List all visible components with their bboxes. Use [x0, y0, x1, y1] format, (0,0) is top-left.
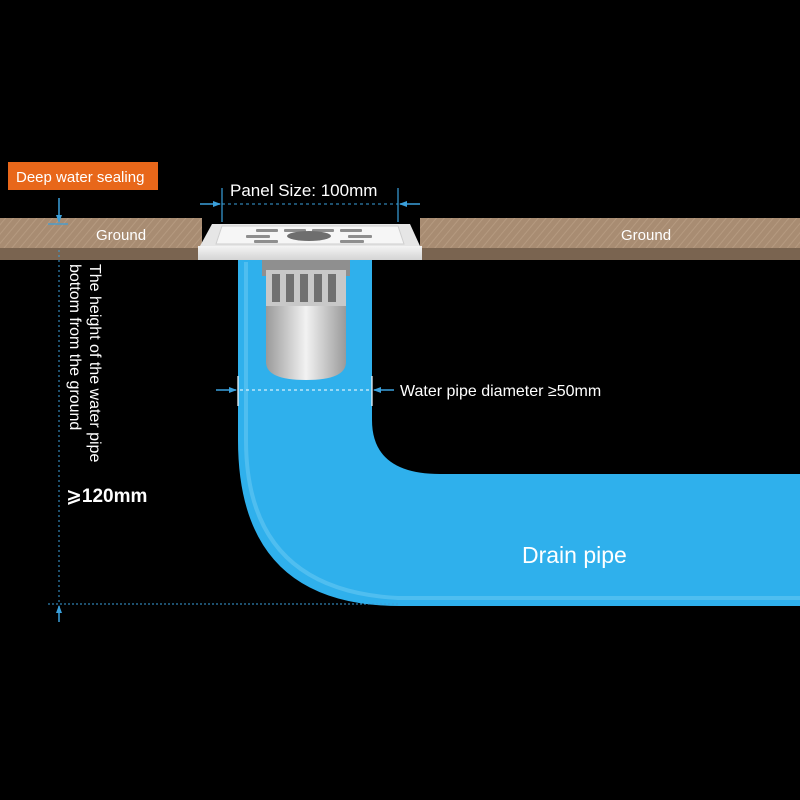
- pipe-diameter-dimension: Water pipe diameter ≥50mm: [216, 376, 601, 406]
- pipe-highlight: [244, 262, 800, 600]
- height-dimension: [48, 198, 400, 622]
- height-label-group: The height of the water pipe bottom from…: [66, 264, 103, 462]
- badge-text: Deep water sealing: [16, 169, 144, 186]
- drain-pipe-label: Drain pipe: [522, 542, 627, 568]
- panel-grate-slots: [246, 229, 372, 243]
- pipe-diameter-label: Water pipe diameter ≥50mm: [400, 383, 601, 400]
- deep-water-sealing-badge: Deep water sealing: [8, 162, 158, 190]
- ground-label-right: Ground: [621, 227, 671, 244]
- drain-trap-core: [262, 258, 350, 380]
- ground-slab-left: [0, 218, 202, 260]
- height-value: ⩾120mm: [66, 486, 147, 507]
- panel-size-label: Panel Size: 100mm: [230, 181, 377, 200]
- height-label-line2: bottom from the ground: [66, 264, 83, 430]
- drain-panel: [198, 224, 422, 260]
- drain-pipe: [238, 258, 800, 606]
- panel-size-dimension: Panel Size: 100mm: [200, 181, 420, 222]
- height-label-line1: The height of the water pipe: [86, 264, 103, 462]
- ground-label-left: Ground: [96, 227, 146, 244]
- ground-slab-right: [420, 218, 800, 260]
